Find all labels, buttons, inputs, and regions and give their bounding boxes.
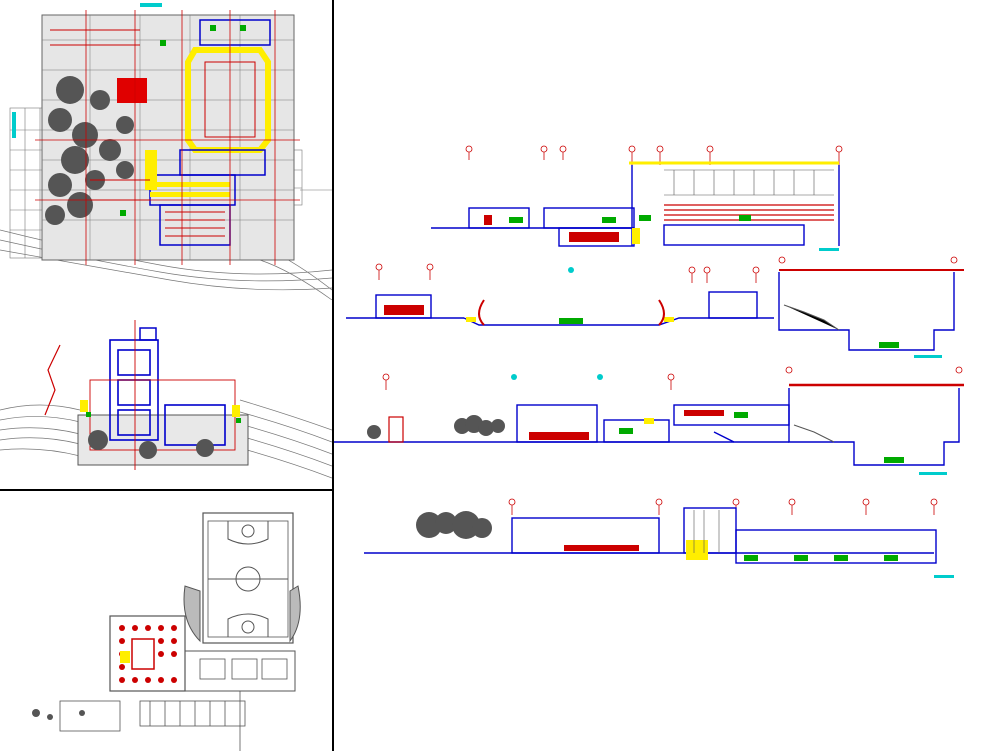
court-plan-panel [0, 491, 332, 751]
section-3 [334, 366, 964, 475]
axis-lines [35, 10, 300, 265]
services [184, 650, 296, 692]
bottom-elements [59, 691, 246, 751]
section-1 [431, 145, 843, 251]
horizontal-divider [0, 489, 333, 491]
court-boundary [202, 512, 294, 644]
sections-panel [334, 0, 1000, 751]
tree-cluster [45, 76, 134, 225]
site-plan-panel [0, 0, 332, 300]
section-4 [364, 498, 954, 578]
ground-plan-panel [0, 320, 332, 490]
green-accents [120, 25, 246, 216]
court-plan-drawing [32, 512, 301, 751]
tower-walls [109, 339, 226, 446]
site-plan-drawing [0, 3, 332, 300]
trees [88, 430, 214, 459]
contour-lines [0, 399, 332, 479]
red-block [117, 78, 147, 103]
vertical-divider [332, 0, 334, 751]
sections-drawing [334, 145, 964, 578]
ground-plan-drawing [0, 320, 332, 479]
dining-tables [119, 625, 177, 683]
title-marker [140, 3, 162, 7]
section-2 [346, 256, 964, 358]
